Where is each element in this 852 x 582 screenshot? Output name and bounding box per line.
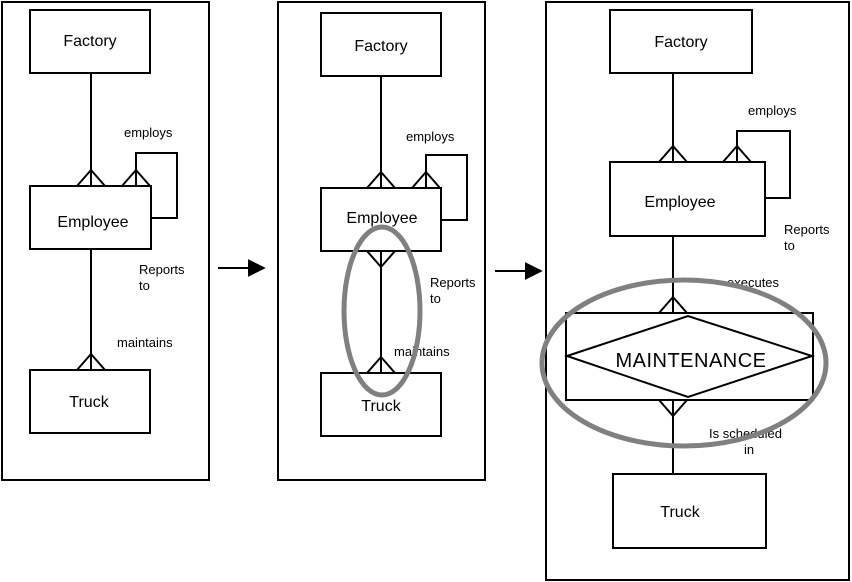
maintenance-relationship-diamond — [563, 314, 816, 399]
maintains-crowfoot — [76, 352, 106, 371]
reports-label-line2: to — [139, 278, 150, 293]
reports-to-crowfoot — [121, 168, 151, 187]
reports-to-crowfoot — [411, 170, 441, 189]
employee-label: Employee — [346, 210, 417, 227]
executes-crowfoot — [658, 295, 688, 314]
truck-label: Truck — [361, 398, 401, 415]
maintains-top-crowfoot — [366, 250, 396, 269]
reports-label-line1: Reports — [784, 222, 830, 237]
truck-entity — [612, 473, 767, 549]
employs-crowfoot — [76, 168, 106, 187]
reports-label-line1: Reports — [430, 275, 476, 290]
employs-label: employs — [748, 103, 797, 118]
employs-crowfoot — [366, 170, 396, 189]
truck-label: Truck — [69, 394, 109, 411]
panel-3: Factory Employee MAINTENANCE Truck emplo… — [539, 1, 850, 581]
factory-label: Factory — [654, 34, 707, 51]
scheduled-label-line2: in — [744, 442, 754, 457]
employs-label: employs — [124, 125, 173, 140]
reports-to-self-loop — [425, 154, 468, 221]
reports-label-line1: Reports — [139, 262, 185, 277]
factory-entity — [320, 12, 442, 77]
employee-entity — [29, 185, 152, 250]
scheduled-crowfoot — [658, 399, 688, 418]
employee-entity — [320, 187, 442, 252]
employee-label: Employee — [57, 214, 128, 231]
maintains-label: maintains — [117, 335, 173, 350]
panel-1: Factory Employee Truck employs Reports t… — [1, 1, 210, 481]
factory-label: Factory — [63, 33, 116, 50]
reports-label-line2: to — [430, 291, 441, 306]
highlight-ellipse — [539, 277, 829, 449]
maintenance-label: MAINTENANCE — [615, 350, 766, 372]
panel-2: Factory Employee Truck employs Reports t… — [277, 1, 486, 481]
truck-entity — [29, 369, 151, 434]
truck-entity — [320, 372, 442, 437]
employee-label: Employee — [644, 194, 715, 211]
maintains-bottom-crowfoot — [366, 355, 396, 374]
reports-to-self-loop — [135, 152, 178, 219]
reports-to-self-loop — [736, 130, 791, 199]
reports-to-crowfoot — [722, 144, 752, 163]
factory-label: Factory — [354, 38, 407, 55]
reports-label-line2: to — [784, 238, 795, 253]
truck-label: Truck — [660, 504, 700, 521]
employs-label: employs — [406, 129, 455, 144]
factory-entity — [609, 9, 753, 74]
maintains-label: maintains — [394, 344, 450, 359]
employs-crowfoot — [658, 144, 688, 163]
highlight-ellipse — [341, 224, 423, 398]
employee-entity — [609, 161, 766, 237]
factory-entity — [29, 9, 151, 74]
